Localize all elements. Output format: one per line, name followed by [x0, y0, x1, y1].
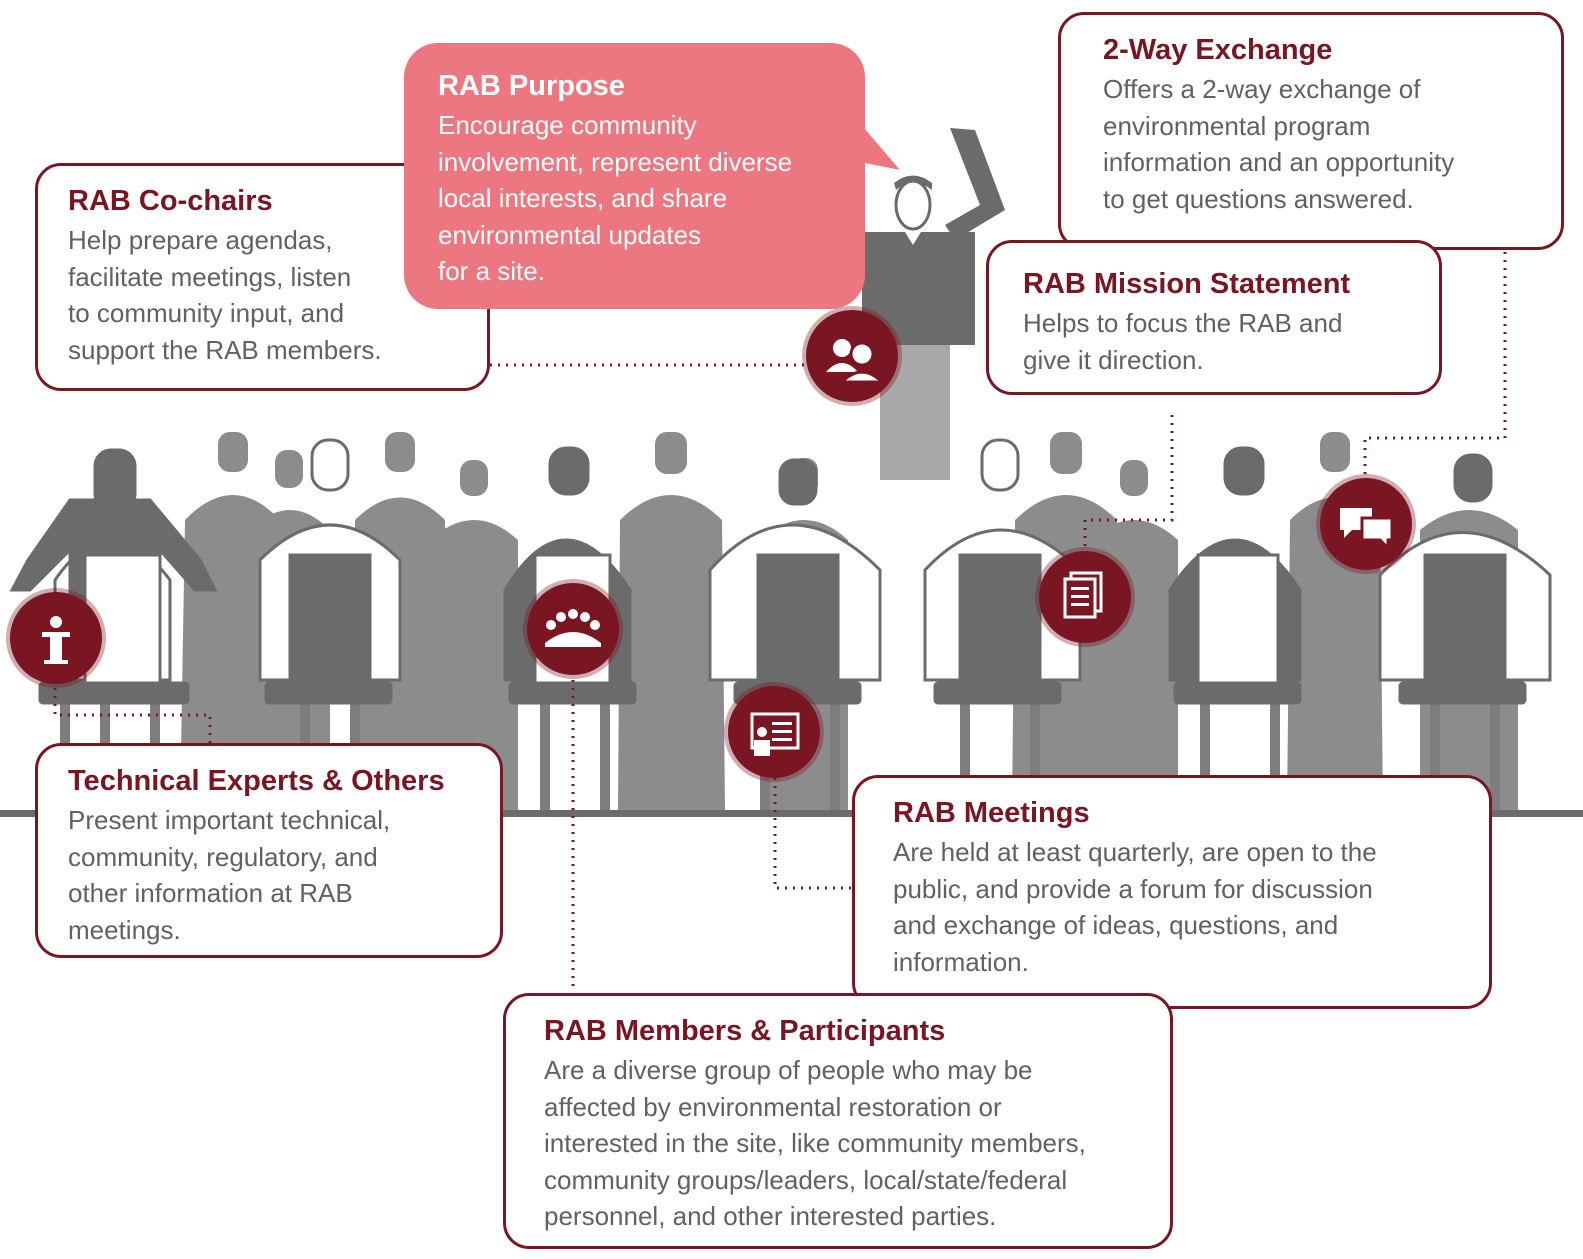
members-box: RAB Members & Participants Are a diverse… — [503, 993, 1173, 1249]
mission-line: give it direction. — [1023, 344, 1204, 375]
podium-icon — [10, 592, 102, 684]
members-line: interested in the site, like community m… — [544, 1128, 1086, 1158]
connector-technical — [53, 640, 212, 745]
exchange-title: 2-Way Exchange — [1103, 34, 1333, 66]
purpose-line: local interests, and share — [438, 183, 728, 213]
exchange-line: Offers a 2-way exchange of — [1103, 74, 1421, 104]
members-line: affected by environmental restoration or — [544, 1091, 1002, 1122]
exchange-line: to get questions answered. — [1103, 183, 1414, 214]
purpose-line: involvement, represent diverse — [438, 146, 793, 177]
cochairs-line: support the RAB members. — [68, 334, 382, 365]
chat-icon — [1320, 478, 1412, 570]
exchange-box: 2-Way Exchange Offers a 2-way exchange o… — [1058, 12, 1564, 250]
purpose-title: RAB Purpose — [438, 70, 625, 102]
connector-exchange — [1363, 252, 1507, 478]
mission-line: Helps to focus the RAB and — [1023, 308, 1343, 338]
connector-lines — [53, 252, 1507, 990]
meetings-line: and exchange of ideas, questions, and — [893, 910, 1339, 940]
mission-title: RAB Mission Statement — [1023, 268, 1351, 300]
people-icon — [527, 583, 619, 675]
document-icon — [1039, 551, 1131, 643]
cochairs-line: Help prepare agendas, — [68, 225, 333, 255]
exchange-line: environmental program — [1103, 110, 1371, 141]
purpose-line: environmental updates — [438, 219, 702, 250]
meetings-line: information. — [893, 946, 1029, 977]
technical-line: meetings. — [68, 914, 181, 945]
presenter-figure — [862, 128, 1005, 480]
purpose-line: Encourage community — [438, 110, 697, 140]
technical-line: other information at RAB — [68, 878, 353, 908]
cochairs-line: facilitate meetings, listen — [68, 261, 352, 292]
cochairs-title: RAB Co-chairs — [68, 185, 273, 217]
members-line: Are a diverse group of people who may be — [544, 1055, 1033, 1085]
connector-meetings — [773, 770, 852, 890]
technical-line: community, regulatory, and — [68, 841, 378, 872]
presentation-icon — [728, 686, 820, 778]
technical-title: Technical Experts & Others — [68, 765, 445, 797]
members-line: community groups/leaders, local/state/fe… — [544, 1164, 1068, 1195]
purpose-line: for a site. — [438, 256, 545, 286]
members-title: RAB Members & Participants — [544, 1015, 946, 1047]
floor-line — [0, 810, 1583, 817]
meetings-line: Are held at least quarterly, are open to… — [893, 837, 1377, 867]
cochairs-line: to community input, and — [68, 298, 345, 328]
technical-box: Technical Experts & Others Present impor… — [35, 743, 503, 958]
meetings-line: public, and provide a forum for discussi… — [893, 873, 1373, 904]
meetings-title: RAB Meetings — [893, 797, 1090, 829]
mission-box: RAB Mission Statement Helps to focus the… — [986, 240, 1442, 395]
members-line: personnel, and other interested parties. — [544, 1201, 997, 1231]
meetings-box: RAB Meetings Are held at least quarterly… — [852, 775, 1492, 1009]
purpose-bubble: RAB Purpose Encourage community involvem… — [404, 43, 865, 309]
group-icon — [806, 310, 898, 402]
exchange-line: information and an opportunity — [1103, 147, 1455, 177]
technical-line: Present important technical, — [68, 805, 391, 835]
